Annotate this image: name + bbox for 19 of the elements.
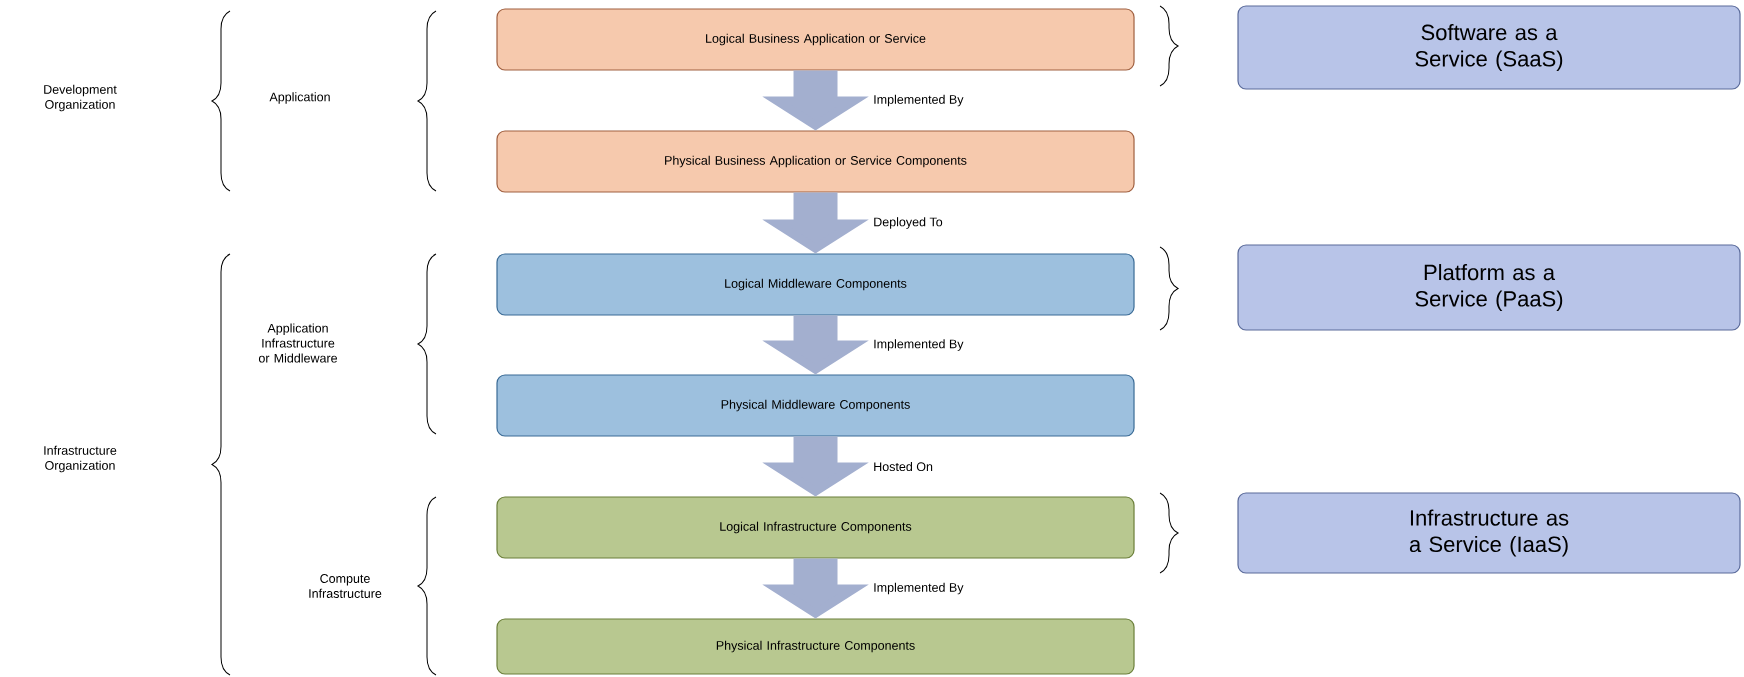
process-box: Infrastructure as a Service (IaaS) (1237, 492, 1741, 574)
process-box: Logical Infrastructure Components (496, 496, 1135, 559)
group-label: Compute Infrastructure (309, 574, 382, 598)
process-box: Platform as a Service (PaaS) (1237, 244, 1741, 331)
edge-label: Implemented By (874, 339, 964, 351)
group-label: Application (269, 92, 330, 104)
process-box: Physical Infrastructure Components (496, 618, 1135, 675)
group-label: Infrastructure Organization (44, 445, 117, 473)
process-box: Software as a Service (SaaS) (1237, 5, 1741, 90)
group-label: Development Organization (44, 84, 117, 112)
group-label: Application Infrastructure or Middleware (258, 323, 338, 363)
edge-label: Implemented By (874, 582, 964, 595)
process-box: Logical Business Application or Service (496, 8, 1135, 71)
edge-label: Deployed To (874, 217, 943, 229)
edge-label: Implemented By (874, 94, 964, 107)
process-box: Logical Middleware Components (496, 253, 1135, 316)
process-box: Physical Middleware Components (496, 374, 1135, 437)
process-box: Physical Business Application or Service Components (496, 130, 1135, 193)
edge-label: Hosted On (874, 461, 933, 472)
